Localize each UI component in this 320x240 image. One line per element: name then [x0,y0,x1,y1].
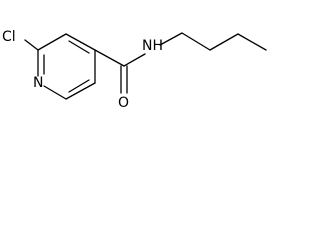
carbonyl-oxygen-label: O [118,95,129,111]
bond-c3-c4-chain [237,33,267,51]
bond-c6-n1 [43,85,67,100]
bond-c3-c4-inner [68,40,90,54]
bond-c2-c3 [37,33,67,51]
bond-c3-c4 [65,33,96,51]
butyl-chain [159,32,267,51]
bond-c1-c2 [181,32,211,51]
bond-c5-c6 [65,82,96,100]
bond-c2-c3-chain [209,33,239,51]
amide-nitrogen-label: NH [142,38,163,54]
chemical-structure: Cl N NH O [2,29,267,111]
chlorine-label: Cl [2,29,16,45]
amide-group [94,49,146,94]
bond-nh-c1 [159,32,183,46]
bond-c5-c6-inner [68,79,90,93]
bond-c4-carbonyl [94,49,125,67]
ring-nitrogen-label: N [33,75,43,91]
bond-c2-cl [24,39,39,51]
bond-carbonyl-nh [123,53,146,67]
pyridine-ring [37,33,96,100]
